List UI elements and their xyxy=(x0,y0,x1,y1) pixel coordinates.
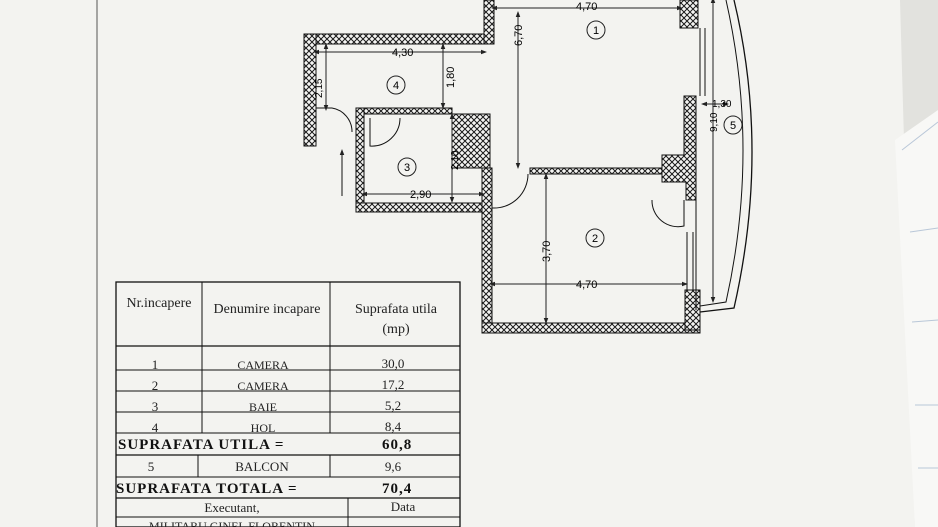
row1-nr: 1 xyxy=(152,357,159,372)
dim-room3-width: 2,90 xyxy=(410,189,431,201)
dim-balcony-width: 1,30 xyxy=(712,99,732,110)
date-label: Data xyxy=(391,499,416,514)
header-area: Suprafata utila xyxy=(355,302,438,317)
dim-room4-height: 1,80 xyxy=(445,67,457,88)
row1-name: CAMERA xyxy=(237,358,289,372)
dim-balcony-length: 9,10 xyxy=(709,112,720,132)
row3-nr: 3 xyxy=(152,399,159,414)
room-number-2: 2 xyxy=(592,233,598,245)
dim-room4-left: 2,15 xyxy=(314,78,325,98)
grand-total-value: 70,4 xyxy=(382,481,412,497)
room-number-5: 5 xyxy=(730,120,736,132)
dim-room1-width: 4,70 xyxy=(576,1,597,13)
dim-room2-width: 4,70 xyxy=(576,279,597,291)
grand-total-label: SUPRAFATA TOTALA = xyxy=(116,481,298,497)
row1-area: 30,0 xyxy=(382,356,405,371)
row3-name: BAIE xyxy=(249,400,277,414)
header-area-unit: (mp) xyxy=(382,322,410,337)
row2-name: CAMERA xyxy=(237,379,289,393)
useful-total-label: SUPRAFATA UTILA = xyxy=(118,437,284,453)
floor-plan: 4,70 6,70 4,30 2,15 1,80 2,10 2,90 3,70 … xyxy=(303,0,753,334)
room-number-3: 3 xyxy=(404,162,410,174)
area-table: Nr.incapere Denumire incapare Suprafata … xyxy=(115,281,461,527)
dim-room4-width: 4,30 xyxy=(392,47,413,59)
row3-area: 5,2 xyxy=(385,398,401,413)
header-name: Denumire incapare xyxy=(214,302,321,317)
row2-area: 17,2 xyxy=(382,377,405,392)
row4-name: HOL xyxy=(251,421,276,435)
dim-room2-height: 3,70 xyxy=(541,241,553,262)
row4-area: 8,4 xyxy=(385,419,402,434)
row5-area: 9,6 xyxy=(385,459,402,474)
useful-total-value: 60,8 xyxy=(382,437,412,453)
row5-name: BALCON xyxy=(235,459,289,474)
row5-nr: 5 xyxy=(148,459,155,474)
header-number: Nr.incapere xyxy=(127,296,192,311)
executant-name: MILITARU GINEL FLORENTIN xyxy=(149,519,315,527)
room-number-4: 4 xyxy=(393,80,399,92)
row2-nr: 2 xyxy=(152,378,159,393)
row4-nr: 4 xyxy=(152,420,159,435)
dim-room3-height: 2,10 xyxy=(450,150,461,170)
executant-label: Executant, xyxy=(204,500,259,515)
dim-room1-height: 6,70 xyxy=(513,25,525,46)
room-number-1: 1 xyxy=(593,25,599,37)
